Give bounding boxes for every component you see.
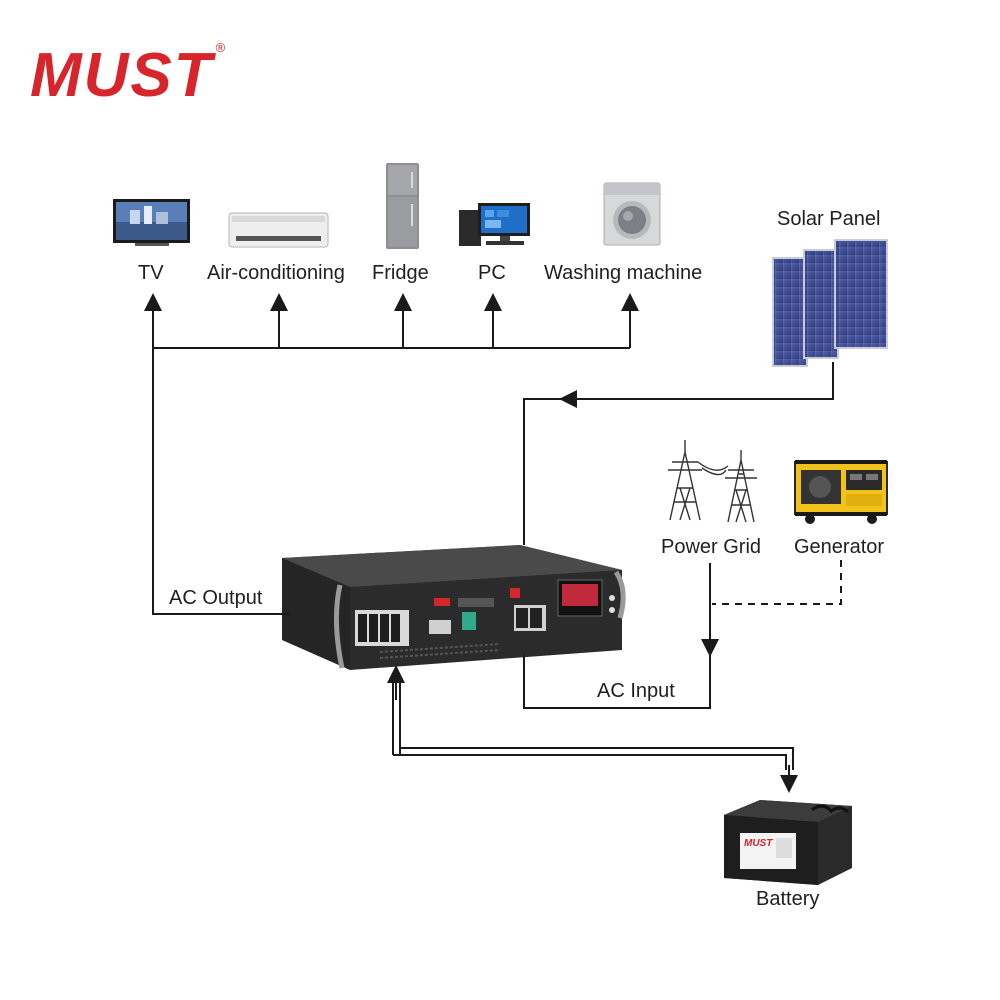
label-air-conditioning: Air-conditioning: [207, 262, 345, 284]
label-fridge: Fridge: [372, 262, 429, 284]
registered-mark: ®: [215, 40, 228, 55]
brand-logo: MUST®: [30, 40, 227, 111]
pc-icon: [459, 203, 530, 246]
label-generator: Generator: [794, 536, 885, 558]
tv-icon: [113, 199, 190, 246]
label-washing-machine: Washing machine: [544, 262, 703, 284]
label-solar-panel: Solar Panel: [777, 208, 881, 230]
battery-line: [387, 665, 798, 793]
ac-input-line: [523, 563, 719, 709]
label-battery: Battery: [756, 888, 820, 910]
label-tv: TV: [138, 262, 164, 284]
solar-line: [523, 362, 834, 545]
battery-brand: MUST: [744, 838, 773, 849]
battery-icon: MUST: [724, 800, 852, 885]
brand-logo-text: MUST: [30, 41, 214, 110]
load-bus: [144, 293, 639, 349]
washing-machine-icon: [603, 182, 661, 246]
power-grid-icon: [668, 440, 757, 523]
generator-line: [712, 560, 842, 605]
label-ac-output: AC Output: [169, 587, 263, 609]
label-ac-input: AC Input: [597, 680, 675, 702]
inverter-device: [282, 545, 626, 670]
label-power-grid: Power Grid: [661, 536, 762, 558]
label-pc: PC: [478, 262, 506, 284]
ac-output-line: [152, 348, 290, 615]
generator-icon: [794, 460, 888, 524]
air-conditioner-icon: [228, 212, 329, 248]
solar-panel-icon: [772, 239, 888, 367]
fridge-icon: [386, 163, 419, 249]
